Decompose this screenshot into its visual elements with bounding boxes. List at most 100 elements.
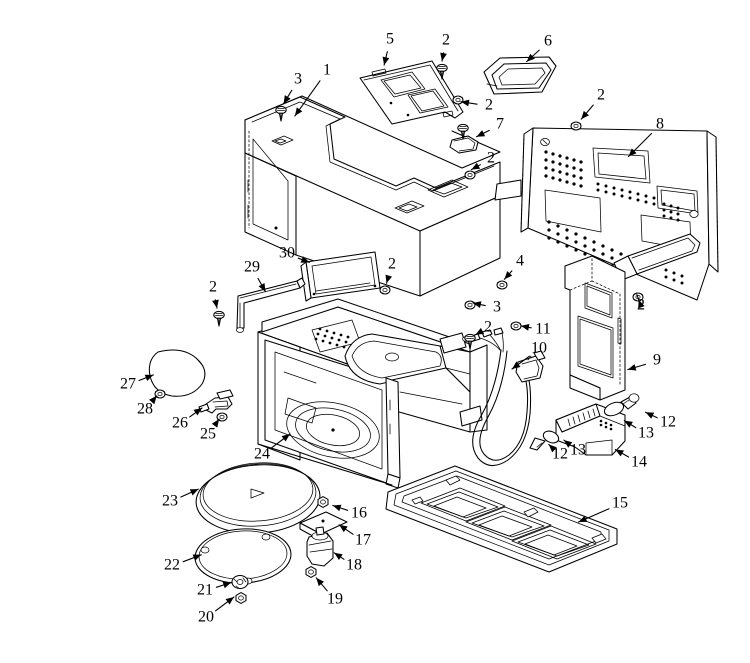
- leader-arrowhead: [189, 489, 199, 496]
- callout-27-waveguide-cover: 27: [120, 374, 154, 393]
- callout-number: 2: [388, 256, 396, 273]
- leader-arrowhead: [149, 395, 157, 405]
- bolt-icon: [464, 300, 476, 310]
- callout-number: 18: [346, 557, 362, 574]
- callout-25-screw: 25: [200, 418, 220, 443]
- callout-12-lamp-bulb: 12: [644, 411, 676, 431]
- callout-29-support-rod: 29: [244, 259, 267, 293]
- callout-28-screw: 28: [137, 395, 158, 418]
- callout-9-side-plate: 9: [627, 352, 661, 371]
- part-top-cover-plate: [359, 60, 464, 125]
- callout-13-lamp-socket: 13: [623, 420, 654, 442]
- callout-20-nut: 20: [198, 596, 235, 626]
- part-roller-ring: [194, 528, 292, 585]
- callout-number: 5: [386, 31, 394, 48]
- part-oven-cavity: [257, 298, 488, 489]
- bolt-icon: [452, 95, 464, 105]
- callout-2-screw: 2: [440, 32, 450, 62]
- callout-2-screw: 2: [474, 319, 492, 336]
- callout-number: 16: [351, 505, 367, 522]
- part-power-cord: [462, 327, 546, 467]
- leader-arrowhead: [638, 299, 645, 309]
- leader-arrowhead: [578, 515, 588, 522]
- callout-2-screw: 2: [460, 97, 493, 114]
- callout-number: 30: [279, 245, 295, 262]
- part-base-bottom-panel: [385, 465, 618, 573]
- callout-23-glass-turntable-tray: 23: [162, 488, 199, 510]
- callout-number: 28: [137, 401, 153, 418]
- bolt-icon: [379, 285, 391, 295]
- callout-number: 3: [493, 299, 501, 316]
- callout-number: 29: [244, 259, 260, 276]
- callout-number: 9: [653, 352, 661, 369]
- leader-arrowhead: [440, 52, 447, 62]
- part-support-rod: [236, 277, 306, 333]
- leader-arrowhead: [222, 581, 232, 589]
- callout-number: 24: [254, 446, 270, 463]
- leader-arrowhead: [294, 107, 303, 116]
- callout-26-door-latch-hook: 26: [172, 407, 203, 432]
- leader-arrowhead: [472, 301, 482, 308]
- part-cabinet-wrapper: [244, 95, 501, 297]
- leader-line: [636, 294, 640, 301]
- callout-16-nut: 16: [332, 504, 367, 522]
- part-perforated-back-panel: [494, 127, 719, 301]
- part-side-plate: [564, 255, 626, 401]
- callout-number: 8: [656, 116, 664, 133]
- leader-arrowhead: [332, 504, 342, 512]
- callout-number: 21: [197, 582, 213, 599]
- callout-2-screw: 2: [580, 87, 605, 120]
- callout-number: 2: [487, 150, 495, 167]
- callout-number: 10: [531, 340, 547, 357]
- part-turntable-motor: [306, 526, 334, 567]
- leader-arrowhead: [258, 283, 266, 292]
- callout-18-turntable-motor: 18: [333, 552, 362, 574]
- leader-arrowhead: [192, 554, 202, 561]
- callout-number: 7: [496, 116, 504, 133]
- leader-arrowhead: [548, 444, 557, 453]
- leader-arrowhead: [460, 99, 470, 107]
- callout-19-nut: 19: [315, 577, 343, 608]
- callout-number: 20: [198, 609, 214, 626]
- leader-arrowhead: [144, 374, 154, 381]
- leader-arrowhead: [300, 256, 310, 263]
- callout-number: 6: [544, 33, 552, 50]
- callout-2-screw: 2: [385, 256, 396, 284]
- callout-number: 12: [552, 446, 568, 463]
- callout-number: 26: [172, 415, 188, 432]
- callout-number: 4: [516, 253, 524, 270]
- callout-15-base-bottom-panel: 15: [578, 495, 628, 523]
- leader-arrowhead: [624, 420, 633, 428]
- callout-number: 1: [323, 62, 331, 79]
- callout-number: 23: [162, 493, 178, 510]
- callout-number: 13: [638, 425, 654, 442]
- callout-5-top-cover-plate: 5: [382, 31, 394, 66]
- leader-arrowhead: [581, 110, 589, 120]
- leader-arrowhead: [563, 440, 573, 448]
- part-lamp-bulb-upper: [603, 393, 640, 417]
- part-lamp-housing: [555, 403, 626, 456]
- callout-number: 2: [597, 87, 605, 104]
- leader-arrowhead: [283, 95, 291, 104]
- callout-number: 27: [120, 376, 136, 393]
- callout-number: 11: [535, 321, 550, 338]
- callout-number: 2: [484, 319, 492, 336]
- callout-3-screw: 3: [472, 299, 501, 316]
- callout-13-lamp-socket: 13: [563, 439, 586, 459]
- callout-number: 17: [355, 532, 371, 549]
- callout-4-screw: 4: [503, 253, 524, 280]
- bolt-icon: [496, 280, 508, 290]
- leader-arrowhead: [382, 56, 390, 66]
- leader-arrowhead: [526, 53, 535, 62]
- callout-12-lamp-bulb: 12: [548, 443, 568, 463]
- callout-8-perforated-back-panel: 8: [627, 116, 664, 158]
- leader-arrowhead: [475, 327, 485, 335]
- callout-number: 3: [294, 71, 302, 88]
- leader-arrowhead: [316, 577, 324, 587]
- leader-arrowhead: [615, 449, 624, 457]
- leader-arrowhead: [476, 130, 486, 137]
- leader-arrowhead: [193, 408, 202, 416]
- part-nut-20: [235, 592, 247, 604]
